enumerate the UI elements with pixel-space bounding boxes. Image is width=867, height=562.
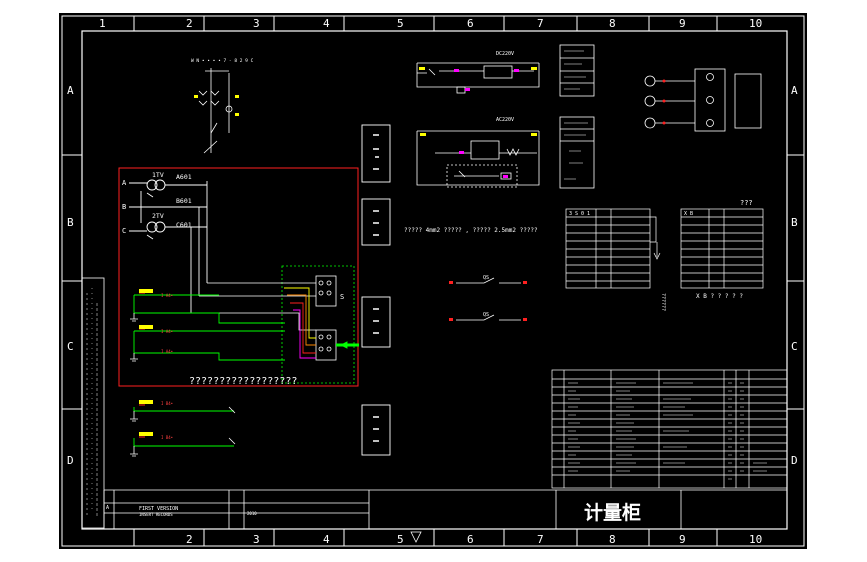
enclosure-caption: ?????????????????? [189, 376, 297, 387]
legend-box-text [564, 50, 588, 180]
rev-text: FIRST VERSION [139, 506, 178, 512]
switch-label: QS [483, 312, 489, 318]
meter-sockets [644, 68, 762, 132]
column-labels-top: 1 2 3 4 5 6 7 8 9 10 [99, 17, 762, 30]
current-labels: I A4• I A4• I A4• I B4• I B4• [161, 293, 173, 440]
bus-label-b601: B601 [176, 197, 192, 205]
row-labels: A B C D A B C D [67, 84, 798, 467]
current-label: I B4• [161, 401, 173, 406]
phase-labels: A B C [122, 179, 127, 235]
row-label: D [791, 454, 798, 467]
left-info-strip [81, 277, 105, 529]
col-label: 2 [186, 533, 193, 546]
column-labels-bottom: 2 3 4 5 6 7 8 9 10 [186, 533, 762, 546]
switch-symbols [456, 277, 521, 321]
header-label: W N • • • • 7 - 8 2 9 C [191, 58, 254, 64]
switch-markers [449, 281, 527, 321]
ground-symbols [130, 313, 236, 457]
column-ticks [62, 16, 804, 546]
col-label: 5 [397, 17, 404, 30]
current-circuits [133, 294, 285, 447]
legend-box-top [559, 44, 595, 189]
terminal-table-a [565, 208, 661, 289]
col-label: 8 [609, 533, 616, 546]
cad-drawing: 1 2 3 4 5 6 7 8 9 10 2 3 4 5 6 7 8 9 10 … [61, 15, 805, 547]
center-mark-icon [410, 531, 422, 543]
dc-circuit [416, 62, 540, 94]
col-label: 6 [467, 533, 474, 546]
ac-circuit [416, 130, 540, 188]
col-label: 7 [537, 533, 544, 546]
ct-label-1: 1TV [152, 171, 164, 179]
current-circuit-markers [139, 292, 145, 438]
col-label: 6 [467, 17, 474, 30]
col-label: 10 [749, 17, 762, 30]
row-label: D [67, 454, 74, 467]
cable-note: ????? 4mm2 ????? , ????? 2.5mm2 ????? [404, 227, 538, 234]
row-label: A [791, 84, 798, 97]
col-label: 4 [323, 17, 330, 30]
ac-title: AC220V [496, 117, 514, 123]
col-label: 7 [537, 17, 544, 30]
terminal-table-b [680, 208, 764, 289]
current-label: I A4• [161, 329, 173, 334]
col-label: 10 [749, 533, 762, 546]
voltage-transformers [129, 179, 208, 313]
current-label: I A4• [161, 349, 173, 354]
row-label: A [67, 84, 74, 97]
current-label: I A4• [161, 293, 173, 298]
col-label: 3 [253, 533, 260, 546]
drawing-title: 计量柜 [584, 502, 641, 524]
table-b-title: ??? [740, 199, 753, 207]
row-label: B [791, 216, 798, 229]
left-strip-text-marks [86, 288, 98, 518]
meter-socket-markers [662, 79, 666, 125]
dc-title: DC220V [496, 51, 514, 57]
phase-label-b: B [122, 203, 126, 211]
drawing-canvas: 1 2 3 4 5 6 7 8 9 10 2 3 4 5 6 7 8 9 10 … [59, 13, 807, 549]
row-label: C [791, 340, 798, 353]
title-block [103, 489, 787, 529]
top-switchgear-symbol [198, 68, 233, 154]
metering-enclosure [118, 167, 359, 387]
bom-table [551, 369, 788, 489]
bus-label-a601: A601 [176, 173, 192, 181]
terminal-tag: S [340, 293, 344, 301]
yellow-device-tags [139, 289, 153, 436]
meter-terminal-block [281, 265, 355, 384]
table-b-footer: X B ? ? ? ? ? [696, 293, 743, 300]
ct-label-2: 2TV [152, 212, 164, 220]
meter-terminals [191, 275, 337, 361]
bom-text-marks [568, 382, 767, 480]
current-label: I B4• [161, 435, 173, 440]
table-a-code: 3 S 0 1 [569, 211, 590, 217]
rev-mark: A [106, 505, 109, 511]
vertical-label-boxes [361, 124, 391, 456]
col-label: 2 [186, 17, 193, 30]
col-label: 9 [679, 533, 686, 546]
col-label: 9 [679, 17, 686, 30]
phase-label-c: C [122, 227, 126, 235]
phase-label-a: A [122, 179, 127, 187]
col-label: 5 [397, 533, 404, 546]
row-label: B [67, 216, 74, 229]
col-label: 3 [253, 17, 260, 30]
vertical-note: ?????? [660, 293, 666, 311]
col-label: 4 [323, 533, 330, 546]
col-label: 1 [99, 17, 106, 30]
col-label: 8 [609, 17, 616, 30]
ct-labels: 1TV 2TV [152, 171, 164, 220]
rev-date: 2010 [247, 511, 257, 516]
top-small-colored-marks [194, 95, 239, 116]
vertical-box-glyphs [373, 134, 379, 442]
rev-text-2: INSERT RECORDS [139, 512, 173, 517]
dc-markers [419, 67, 537, 91]
colored-wiring [284, 287, 359, 359]
ac-markers [420, 133, 537, 178]
row-label: C [67, 340, 74, 353]
bus-label-c601: C601 [176, 221, 192, 229]
table-b-header: X B [684, 211, 693, 217]
switch-label: QS [483, 275, 489, 281]
bus-labels: A601 B601 C601 [176, 173, 192, 229]
